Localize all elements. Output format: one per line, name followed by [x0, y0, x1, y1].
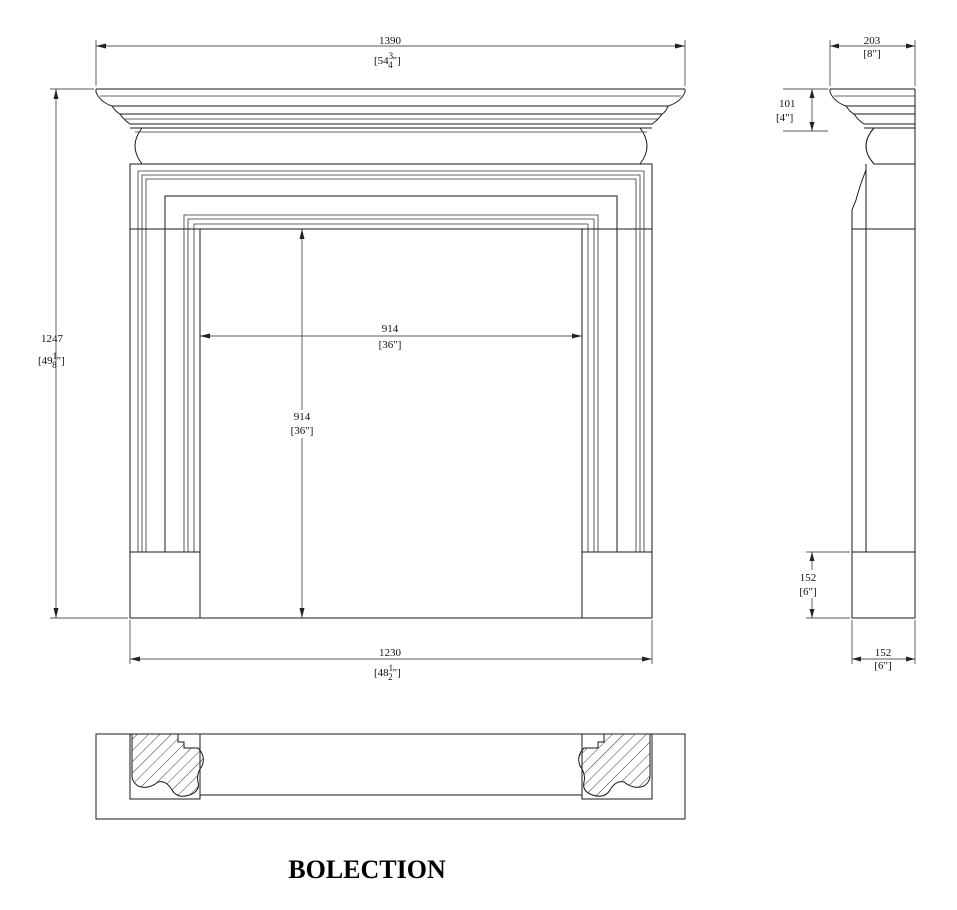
dim-shelf-height-mm: 101 — [779, 98, 796, 110]
dim-opening-width: 914 [36"] — [200, 323, 582, 351]
dim-base-width-mm: 1230 — [379, 647, 402, 659]
mantel-shelf — [95, 88, 686, 129]
surround-frame — [129, 163, 653, 619]
plinth-right — [581, 551, 653, 619]
dim-side-depth-mm: 203 — [864, 35, 881, 47]
frieze-roll — [134, 127, 648, 165]
dim-shelf-height: 101 [4"] — [776, 88, 828, 132]
plan-section-right — [578, 733, 651, 797]
front-elevation — [95, 88, 686, 619]
dim-plinth-depth: 152 [6"] — [851, 620, 916, 672]
dim-plinth-height: 152 [6"] — [795, 551, 850, 619]
dim-opening-width-inch: [36"] — [379, 339, 402, 351]
dim-opening-height: 914 [36"] — [285, 229, 319, 618]
dim-opening-height-mm: 914 — [294, 411, 311, 423]
side-elevation — [829, 88, 916, 619]
drawing-title: BOLECTION — [288, 855, 446, 884]
dim-plinth-depth-inch: [6"] — [874, 660, 891, 672]
dim-shelf-height-inch: [4"] — [776, 112, 793, 124]
dim-opening-height-inch: [36"] — [291, 425, 314, 437]
dim-overall-width-mm: 1390 — [379, 35, 402, 47]
dim-side-depth: 203 [8"] — [829, 35, 916, 86]
dim-side-depth-inch: [8"] — [863, 48, 880, 60]
dim-overall-height-mm: 1247 — [41, 333, 64, 345]
plinth-left — [129, 551, 201, 619]
plan-section-left — [131, 733, 204, 797]
plan-view — [95, 733, 686, 820]
dim-plinth-depth-mm: 152 — [875, 647, 892, 659]
dim-plinth-height-inch: [6"] — [799, 586, 816, 598]
dim-plinth-height-mm: 152 — [800, 572, 817, 584]
dim-opening-width-mm: 914 — [382, 323, 399, 335]
